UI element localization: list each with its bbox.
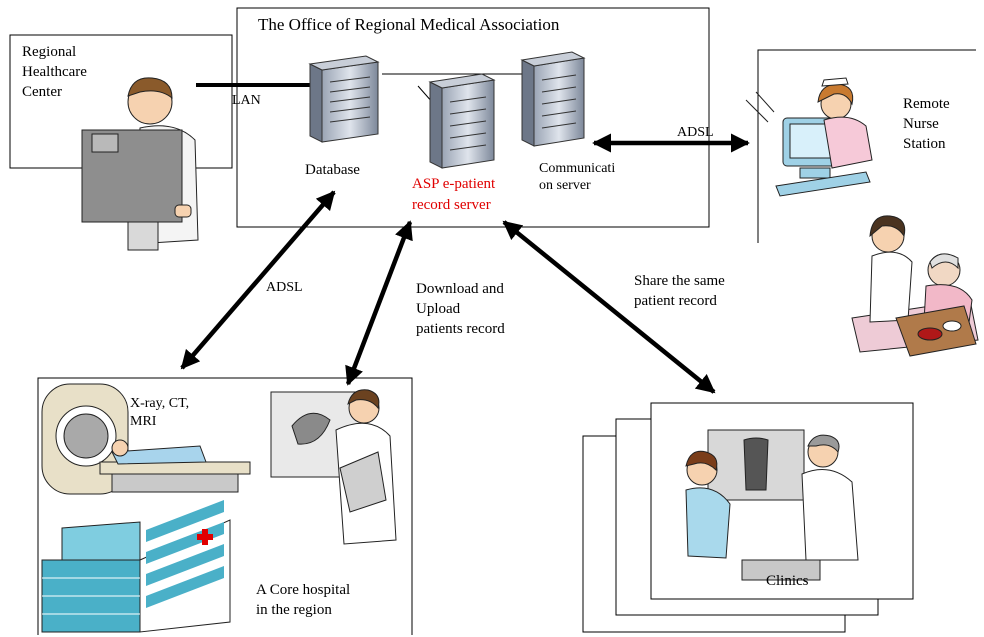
nurse-station-label: Remote Nurse Station [903,96,950,152]
nurse-station-box [757,49,976,243]
doctor-xray-machine-illustration [81,77,199,251]
adsl-hospital-arrow [180,190,336,370]
office-title: The Office of Regional Medical Associati… [258,15,560,34]
nurse-computer-illustration [745,77,873,197]
communication-server-label: Communicati on server [539,161,616,193]
database-label: Database [305,162,360,178]
healthcare-center-label: Regional Healthcare Center [22,44,87,100]
download-upload-label: Download and Upload patients record [416,281,505,337]
lan-label: LAN [232,93,261,108]
nurse-feeding-patient-illustration [851,215,979,357]
share-record-label: Share the same patient record [634,273,725,309]
communication-server-icon [520,51,586,147]
clinic-doctor-patient-illustration [685,429,859,581]
asp-server-label: ASP e-patient record server [412,176,496,213]
ct-scanner-illustration [41,383,251,495]
download-upload-arrow [345,220,413,386]
doctor-viewing-xray-illustration [270,389,397,545]
database-server-icon [308,55,380,143]
core-hospital-label: A Core hospital in the region [256,582,351,618]
imaging-label: X-ray, CT, MRI [130,396,190,429]
clinics-label: Clinics [766,573,809,589]
share-record-arrow [502,220,716,394]
core-hospital-box [37,377,413,635]
hospital-building-illustration [41,500,231,633]
adsl-nurse-label: ADSL [677,125,714,140]
asp-server-icon [428,73,496,169]
adsl-hospital-label: ADSL [266,280,303,295]
